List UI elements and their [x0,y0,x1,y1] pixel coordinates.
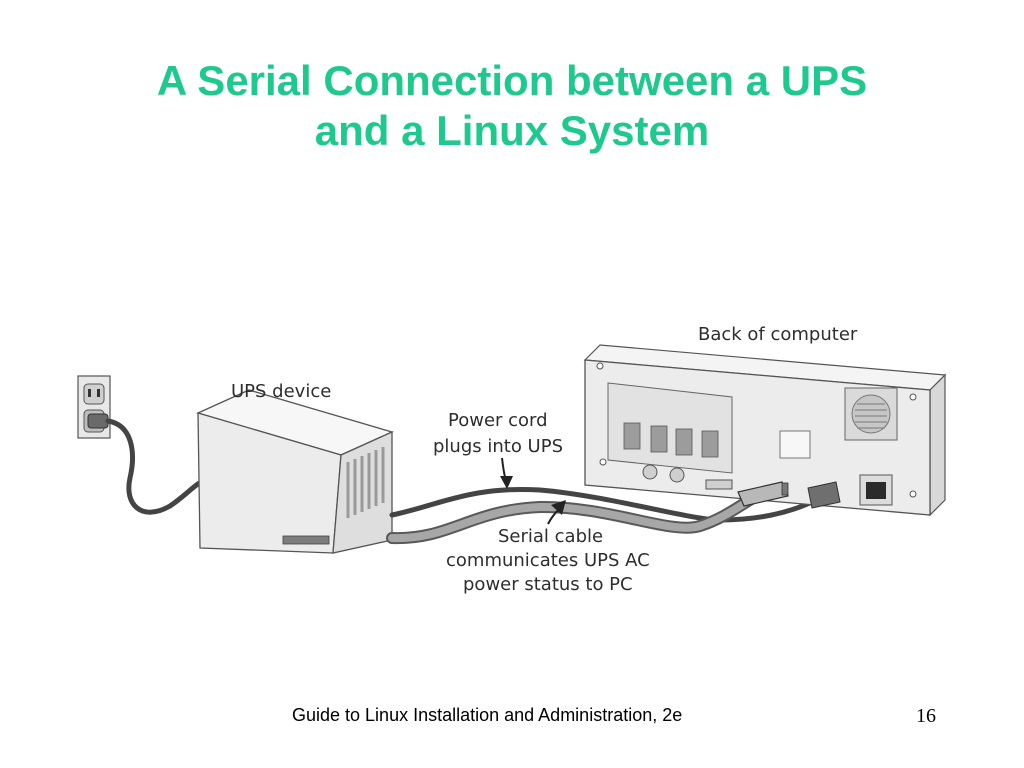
ups-device-label: UPS device [231,381,331,402]
serial-cable-arrow [547,500,566,525]
page-number: 16 [916,705,936,727]
power-cord-label-line-2: plugs into UPS [433,436,563,457]
footer-text: Guide to Linux Installation and Administ… [292,705,683,725]
wall-power-cord [105,418,213,515]
serial-cable-label-line-1: Serial cable [498,526,603,547]
serial-cable-label-line-3: power status to PC [463,574,633,595]
power-plug [807,481,841,509]
slide-title: A Serial Connection between a UPS and a … [0,56,1024,156]
serial-cable-label-line-2: communicates UPS AC [446,550,650,571]
wall-outlet [77,375,111,439]
serial-connector [737,481,789,507]
slide-title-line-2: and a Linux System [314,107,710,154]
computer-back [583,344,947,517]
power-cord [389,486,815,523]
power-cord-label-line-1: Power cord [448,410,548,431]
back-of-computer-label: Back of computer [698,324,858,345]
slide-title-line-1: A Serial Connection between a UPS [156,57,868,104]
power-cord-arrow [500,457,513,489]
ups-device [196,389,394,554]
